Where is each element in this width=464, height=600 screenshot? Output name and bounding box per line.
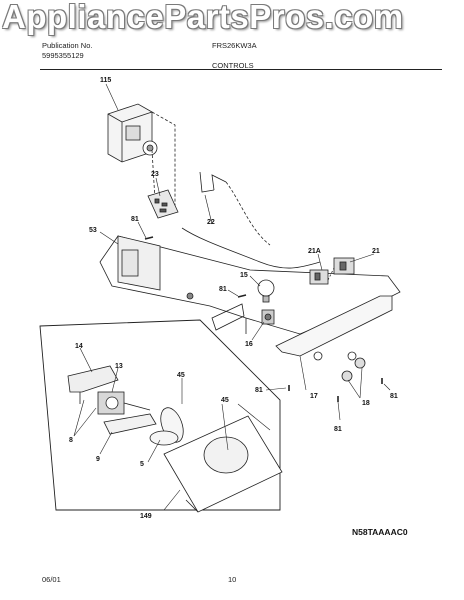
lower-bracket-part xyxy=(103,413,157,435)
callout-149: 149 xyxy=(140,513,152,520)
switch-assembly-part xyxy=(309,257,355,285)
callout-21a: 21A xyxy=(308,248,321,255)
callout-9: 9 xyxy=(96,456,100,463)
light-bulb-part xyxy=(257,279,275,303)
callout-22: 22 xyxy=(207,219,215,226)
footer-page-number: 10 xyxy=(228,575,237,584)
publication-label: Publication No. xyxy=(42,41,93,50)
control-box-part xyxy=(107,103,158,163)
screw-parts xyxy=(144,236,383,402)
callout-18: 18 xyxy=(362,400,370,407)
callout-81-lower-left: 81 xyxy=(255,387,263,394)
model-number: FRS26KW3A xyxy=(212,41,257,50)
callout-53: 53 xyxy=(89,227,97,234)
diagram-code: N58TAAAAC0 xyxy=(352,527,408,537)
callout-45-lower: 45 xyxy=(221,397,229,404)
callout-21: 21 xyxy=(372,248,380,255)
callout-5: 5 xyxy=(140,461,144,468)
callout-45-upper: 45 xyxy=(177,372,185,379)
control-board-part xyxy=(147,189,179,219)
inset-outline xyxy=(39,319,281,511)
callout-81-bottom: 81 xyxy=(334,426,342,433)
fan-motor-part xyxy=(97,391,151,415)
watermark-logo: AppliancePartsPros.com xyxy=(2,0,404,35)
housing-part xyxy=(99,235,401,361)
leader-lines xyxy=(73,83,391,511)
sensor-wire-part xyxy=(181,171,321,269)
callout-16: 16 xyxy=(245,341,253,348)
section-title: CONTROLS xyxy=(212,61,254,70)
footer-date: 06/01 xyxy=(42,575,61,584)
callout-81-middle: 81 xyxy=(219,286,227,293)
callout-8: 8 xyxy=(69,437,73,444)
callout-81-right: 81 xyxy=(390,393,398,400)
callout-23: 23 xyxy=(151,171,159,178)
fan-shroud-part xyxy=(163,415,283,513)
callout-13: 13 xyxy=(115,363,123,370)
callout-14: 14 xyxy=(75,343,83,350)
callout-17: 17 xyxy=(310,393,318,400)
header-rule xyxy=(40,69,442,70)
motor-bracket-part xyxy=(67,365,119,404)
callout-115: 115 xyxy=(100,77,111,84)
publication-number: 5995355129 xyxy=(42,51,84,60)
light-socket-part xyxy=(261,309,275,325)
callout-15: 15 xyxy=(240,272,248,279)
callout-81-upper: 81 xyxy=(131,216,139,223)
fan-blade-part xyxy=(149,407,184,446)
